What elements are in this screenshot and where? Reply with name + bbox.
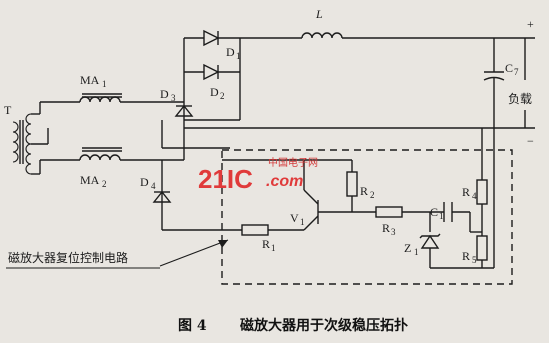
svg-text:5: 5 [472, 255, 477, 265]
transformer: T [4, 101, 80, 175]
resistor-r1: R 1 [222, 224, 304, 253]
svg-text:1: 1 [236, 51, 241, 61]
svg-text:7: 7 [514, 67, 519, 77]
svg-text:1: 1 [300, 217, 305, 227]
diode-d1: D 1 [184, 29, 241, 61]
figure-title: 磁放大器用于次级稳压拓扑 [240, 317, 408, 334]
resistor-r5: R 5 [462, 235, 488, 268]
watermark-suffix: .com [266, 173, 303, 190]
svg-text:3: 3 [171, 93, 176, 103]
ma2-label: MA [80, 173, 100, 187]
plus-terminal: + [527, 17, 534, 31]
figure-caption: 图 4 磁放大器用于次级稳压拓扑 [178, 317, 408, 334]
capacitor-c7: C 7 [483, 38, 519, 128]
svg-text:1: 1 [439, 211, 444, 221]
d1-label: D [226, 45, 235, 59]
inductor-label: L [315, 7, 323, 21]
c7-label: C [505, 61, 513, 75]
minus-terminal: − [527, 134, 534, 148]
svg-text:4: 4 [472, 191, 477, 201]
d3-label: D [160, 87, 169, 101]
reset-control-box [221, 149, 513, 285]
svg-text:4: 4 [151, 181, 156, 191]
output-terminals: + − [527, 17, 534, 148]
v1-label: V [290, 211, 299, 225]
left-bus [161, 38, 230, 160]
reset-circuit-label: 磁放大器复位控制电路 [8, 250, 128, 265]
resistor-r3: R 3 [352, 206, 444, 237]
watermark: 中国电子网 21IC .com [198, 156, 318, 194]
diode-d2: D 2 [184, 63, 240, 101]
diode-d3: D 3 [160, 87, 194, 117]
diode-d4: D 4 [140, 160, 172, 230]
d2-label: D [210, 85, 219, 99]
resistor-r2: R 2 [304, 159, 375, 212]
figure-number: 图 4 [178, 318, 207, 334]
svg-text:2: 2 [220, 91, 225, 101]
inductor-l: L [240, 7, 535, 39]
svg-text:3: 3 [391, 227, 396, 237]
load-label: 负载 [508, 92, 532, 106]
magnetic-amplifier-ma1: MA 1 [79, 73, 184, 103]
z1-label: Z [404, 241, 411, 255]
load: 负载 [508, 38, 532, 128]
svg-text:1: 1 [271, 243, 276, 253]
reset-circuit-callout: 磁放大器复位控制电路 [6, 239, 229, 269]
svg-text:1: 1 [102, 79, 107, 89]
watermark-site: 中国电子网 [268, 156, 318, 169]
capacitor-c1: C 1 [430, 202, 470, 222]
r3-label: R [382, 221, 390, 235]
r5-label: R [462, 249, 470, 263]
svg-text:1: 1 [414, 247, 419, 257]
r2-label: R [360, 184, 368, 198]
magnetic-amplifier-ma2: MA 2 [79, 147, 184, 189]
resistor-r4: R 4 [462, 128, 488, 236]
svg-text:2: 2 [370, 190, 375, 200]
r4-label: R [462, 185, 470, 199]
r1-label: R [262, 237, 270, 251]
d4-label: D [140, 175, 149, 189]
watermark-logo: 21IC [198, 164, 253, 194]
ma1-label: MA [80, 73, 100, 87]
c1-label: C [430, 205, 438, 219]
zener-z1: Z 1 [404, 212, 441, 262]
transformer-label: T [4, 103, 12, 117]
transistor-v1: V 1 [290, 160, 352, 231]
svg-text:2: 2 [102, 179, 107, 189]
